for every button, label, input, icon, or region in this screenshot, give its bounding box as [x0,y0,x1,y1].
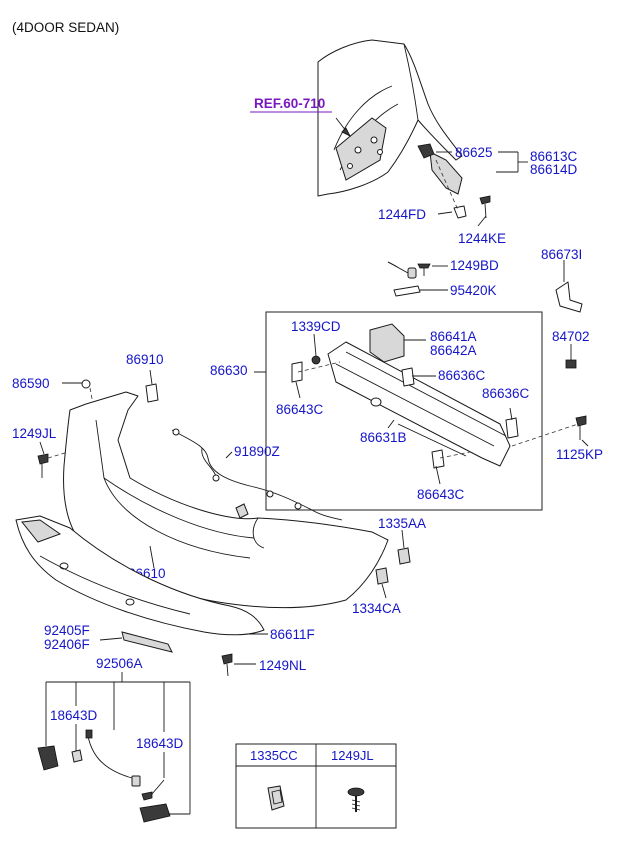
label-18643D-b: 18643D [136,736,184,751]
label-86641A: 86641A [430,329,477,344]
reference-callout: REF.60-710 [250,96,351,137]
lower-diffuser [15,515,268,677]
label-1339CD: 1339CD [291,319,341,334]
label-86625: 86625 [455,145,493,160]
label-92506A: 92506A [96,656,143,671]
reference-label: REF.60-710 [254,96,325,111]
label-86642A: 86642A [430,343,477,358]
parking-sensor-kit [37,672,191,823]
label-95420K: 95420K [450,283,497,298]
label-84702: 84702 [552,329,590,344]
bumper-cover [63,391,389,609]
label-1334CA: 1334CA [352,601,401,616]
fastener-legend-table: 1335CC 1249JL [235,743,397,829]
label-1125KP: 1125KP [556,447,603,462]
label-92405F: 92405F [44,623,90,638]
label-86631B: 86631B [360,430,407,445]
label-18643D-a: 18643D [50,708,98,723]
label-86590: 86590 [12,376,50,391]
wiring-harness [171,428,343,521]
label-91890Z: 91890Z [234,444,280,459]
label-86614D: 86614D [530,162,578,177]
label-1244FD: 1244FD [378,207,426,222]
right-side-clips [375,529,411,599]
label-86613C: 86613C [530,149,578,164]
label-1335AA: 1335AA [378,516,426,531]
label-1249JL: 1249JL [12,426,57,441]
body-panel-reference-drawing [317,39,463,197]
sensor-wire-assembly [387,261,448,297]
clip-nut-icon [267,785,285,811]
tapping-screw-icon [347,787,365,812]
label-86611F: 86611F [270,627,315,642]
label-86636C-a: 86636C [438,368,486,383]
label-86643C-a: 86643C [276,402,324,417]
side-clip-bracket [555,260,583,369]
label-92406F: 92406F [44,637,90,652]
impact-beam-group [254,311,589,511]
label-86673I: 86673I [541,247,582,262]
left-side-fasteners [37,369,159,478]
label-1249NL: 1249NL [259,658,307,673]
label-1249BD: 1249BD [450,258,499,273]
label-86910: 86910 [126,352,164,367]
table-header-1335CC: 1335CC [250,748,298,763]
table-header-1249JL: 1249JL [331,748,374,763]
label-86636C-b: 86636C [482,386,530,401]
label-1244KE: 1244KE [458,231,506,246]
label-86630: 86630 [210,363,248,378]
label-86643C-b: 86643C [417,487,465,502]
diagram-title: (4DOOR SEDAN) [12,20,119,35]
side-bracket-assembly [417,143,528,227]
